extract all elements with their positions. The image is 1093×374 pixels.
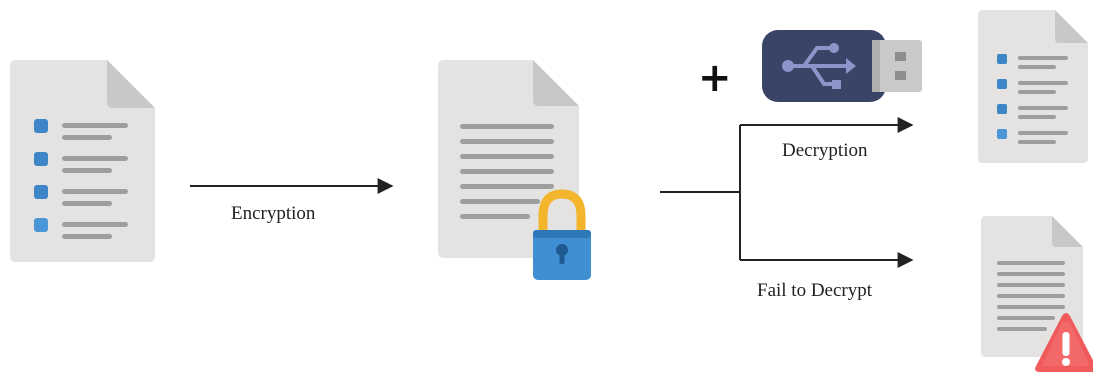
failed-document-icon [981, 216, 1083, 357]
encryption-label: Encryption [231, 203, 316, 224]
bullet-list [34, 119, 128, 239]
decryption-label: Decryption [782, 140, 868, 161]
warning-icon [1035, 313, 1093, 372]
original-document-icon [10, 60, 155, 262]
decrypted-document-icon [978, 10, 1088, 163]
encrypted-document-icon [438, 60, 579, 258]
branch-connector [660, 125, 741, 260]
plus-sign: + [698, 55, 732, 101]
fail-to-decrypt-label: Fail to Decrypt [757, 280, 873, 301]
usb-drive-icon [762, 30, 922, 102]
padlock-icon [533, 189, 591, 280]
